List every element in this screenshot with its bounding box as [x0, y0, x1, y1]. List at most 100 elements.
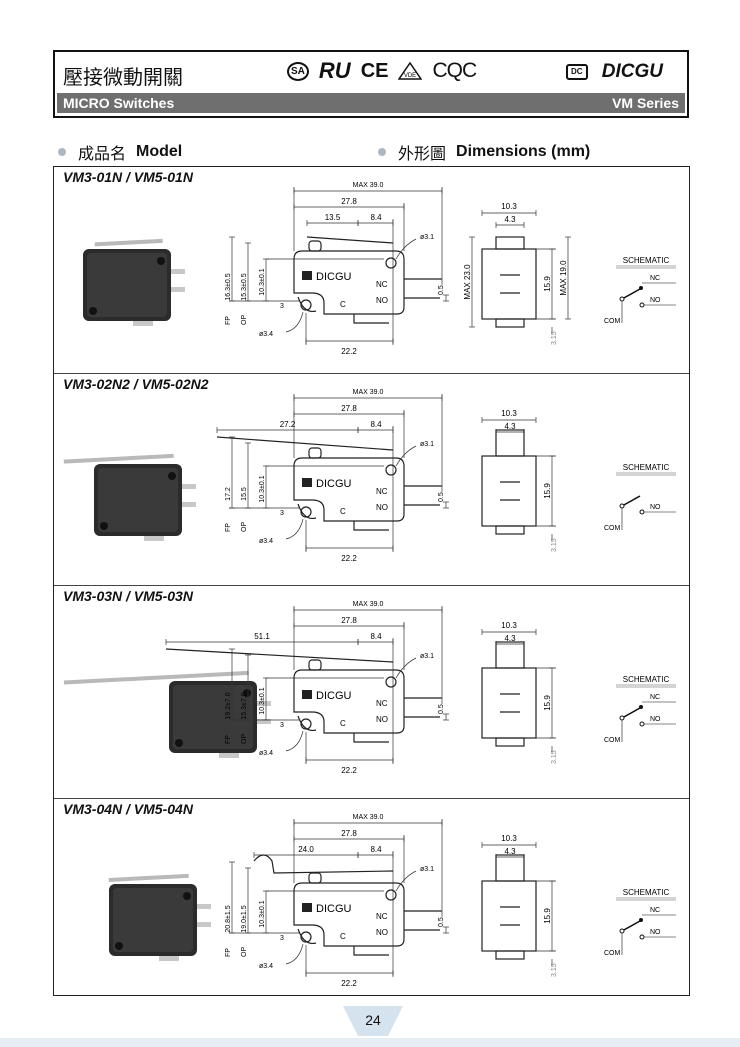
dimension-label: 27.2 — [280, 420, 296, 429]
dimension-label: 10.3±0.1 — [259, 268, 266, 295]
dimension-label: 22.2 — [341, 554, 357, 563]
dimension-label: NC — [376, 280, 388, 289]
brand-logo-icon — [302, 271, 312, 280]
dimension-label: 15.9 — [543, 276, 552, 292]
dimensions-heading: 外形圖 Dimensions (mm) — [378, 140, 590, 164]
brand-logo-icon — [302, 903, 312, 912]
dimension-label: NO — [650, 716, 661, 723]
dimension-label: 3.15 — [551, 750, 558, 764]
footer-strip — [0, 1038, 740, 1047]
header-title: 壓接微動開關 — [63, 67, 183, 89]
dimension-label: 15.3±0.5 — [241, 273, 248, 300]
dimension-label: 24.0 — [298, 845, 314, 854]
dimension-label: 27.8 — [341, 404, 357, 413]
dimension-lines — [229, 187, 571, 345]
dimension-label: 3 — [280, 935, 284, 942]
drawing-brand: DICGU — [316, 478, 352, 490]
drawing-brand: DICGU — [316, 690, 352, 702]
dimension-label: NC — [376, 487, 388, 496]
schematic-title: SCHEMATIC — [623, 888, 670, 897]
dimension-label: MAX 23.0 — [463, 264, 472, 300]
dimension-label: C — [340, 507, 346, 516]
cqc-logo: CQC — [432, 59, 477, 82]
switch-drawing — [253, 854, 537, 960]
dimension-label: FP — [225, 316, 232, 325]
dimension-label: 22.2 — [341, 347, 357, 356]
switch-drawing — [216, 429, 537, 535]
dimension-label: MAX 39.0 — [353, 814, 384, 821]
dimension-label: NO — [376, 928, 388, 937]
switch-drawing — [293, 236, 537, 328]
dimension-label: ø3.1 — [420, 866, 434, 873]
schematic-title: SCHEMATIC — [623, 675, 670, 684]
page-header: 壓接微動開關 SA RU CE VDE CQC DC DICGU MICRO S… — [53, 50, 689, 118]
dimension-label: 19.2±7.0 — [225, 692, 232, 719]
dimension-label: 15.3±7.0 — [241, 692, 248, 719]
dimension-label: NC — [376, 912, 388, 921]
header-band: MICRO Switches VM Series — [57, 93, 685, 113]
brand-logo-icon — [302, 690, 312, 699]
dimension-label: ø3.4 — [259, 538, 273, 545]
dimension-label: NC — [650, 275, 660, 282]
dimension-label: COM — [604, 737, 621, 744]
dimension-label: ø3.4 — [259, 750, 273, 757]
dimension-label: MAX 39.0 — [353, 601, 384, 608]
schematic-diagram: SCHEMATIC NC NO COM — [604, 675, 676, 744]
dimension-label: ø3.4 — [259, 331, 273, 338]
dimension-label: 8.4 — [370, 213, 382, 222]
dimension-label: NC — [650, 694, 660, 701]
dimension-label: COM — [604, 318, 621, 325]
dimension-label: 27.8 — [341, 616, 357, 625]
dimension-label: NO — [376, 296, 388, 305]
dimension-label: NO — [650, 297, 661, 304]
dimension-label: MAX 39.0 — [353, 182, 384, 189]
dimension-label: 0.5 — [438, 704, 445, 714]
dimension-label: MAX 19.0 — [559, 260, 568, 296]
page-number-tab: 24 — [343, 1006, 403, 1036]
dimension-label: OP — [241, 522, 248, 532]
dimension-label: 22.2 — [341, 766, 357, 775]
dimension-label: OP — [241, 947, 248, 957]
dimension-label: NO — [376, 715, 388, 724]
dimensions-heading-zh: 外形圖 — [398, 146, 447, 163]
dimension-label: ø3.1 — [420, 441, 434, 448]
dimension-label: 27.8 — [341, 197, 357, 206]
dimension-label: OP — [241, 315, 248, 325]
dimension-label: 10.3 — [501, 834, 517, 843]
dimension-label: C — [340, 719, 346, 728]
model-name: VM3-03N / VM5-03N — [63, 588, 193, 604]
dimension-label: NC — [650, 907, 660, 914]
product-series: VM Series — [612, 95, 679, 111]
dimension-label: 10.3 — [501, 202, 517, 211]
dimension-label: 3 — [280, 722, 284, 729]
dimension-label: 27.8 — [341, 829, 357, 838]
vde-logo: VDE — [398, 61, 423, 80]
dimension-label: 15.5 — [241, 487, 248, 501]
dimension-label: 3.15 — [551, 963, 558, 977]
dimension-label: 8.4 — [370, 420, 382, 429]
dimension-label: COM — [604, 525, 621, 532]
brand-logo-icon — [302, 478, 312, 487]
dimension-label: 0.5 — [438, 917, 445, 927]
switch-photo — [83, 238, 185, 326]
product-category: MICRO Switches — [63, 95, 175, 111]
svg-text:VDE: VDE — [404, 73, 416, 79]
dimension-label: 15.9 — [543, 695, 552, 711]
dimension-label: NO — [650, 929, 661, 936]
dimensions-heading-en: Dimensions (mm) — [456, 143, 591, 160]
dimension-label: 3 — [280, 303, 284, 310]
dimension-label: 3.15 — [551, 538, 558, 552]
dimension-label: ø3.4 — [259, 963, 273, 970]
dimension-label: NO — [650, 504, 661, 511]
dimension-label: C — [340, 300, 346, 309]
switch-photo — [63, 453, 196, 541]
dimension-lines — [165, 606, 556, 764]
model-name: VM3-01N / VM5-01N — [63, 169, 193, 185]
drawing-brand: DICGU — [316, 271, 352, 283]
dimension-label: 4.3 — [504, 215, 516, 224]
